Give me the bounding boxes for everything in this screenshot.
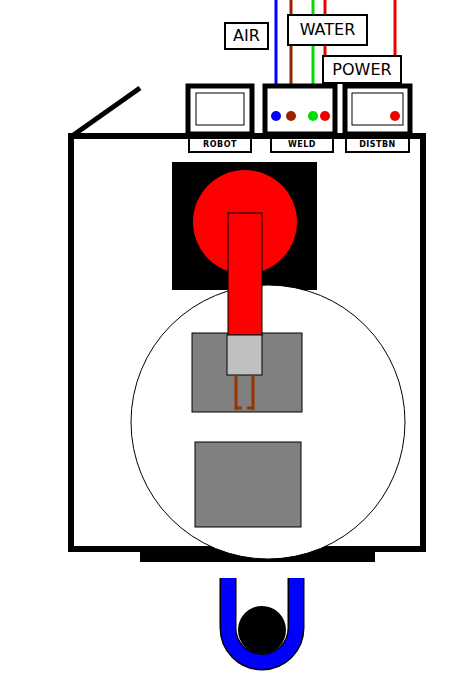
robot-label: ROBOT [188, 137, 252, 153]
distribution-label: DISTBN [345, 137, 410, 153]
turntable [131, 285, 405, 559]
operator-head [238, 606, 286, 654]
lid [72, 88, 140, 136]
fixture [195, 442, 301, 527]
power-port [320, 111, 330, 121]
label-text: DISTBN [359, 141, 396, 149]
weld-label: WELD [270, 137, 334, 153]
water-port [308, 111, 318, 121]
label-text: POWER [332, 62, 391, 78]
weld-box [265, 86, 335, 134]
label-text: AIR [233, 28, 260, 44]
robot-inner [196, 93, 244, 125]
label-text: WELD [288, 141, 316, 149]
power-label: POWER [322, 55, 402, 84]
operator-arms [228, 578, 296, 662]
robot-box [188, 86, 252, 134]
water-label: WATER [287, 14, 368, 46]
power-port [390, 111, 400, 121]
label-text: WATER [300, 22, 356, 38]
operator-outline [228, 578, 296, 662]
fixture [192, 333, 302, 412]
electrode [236, 375, 253, 410]
distribution-inner [352, 93, 403, 125]
distribution-box [345, 86, 410, 134]
air-port [271, 111, 281, 121]
label-text: ROBOT [203, 141, 237, 149]
air-label: AIR [224, 22, 269, 50]
water-port [286, 111, 296, 121]
weld-gun [227, 335, 262, 375]
robot-arm [228, 213, 262, 335]
